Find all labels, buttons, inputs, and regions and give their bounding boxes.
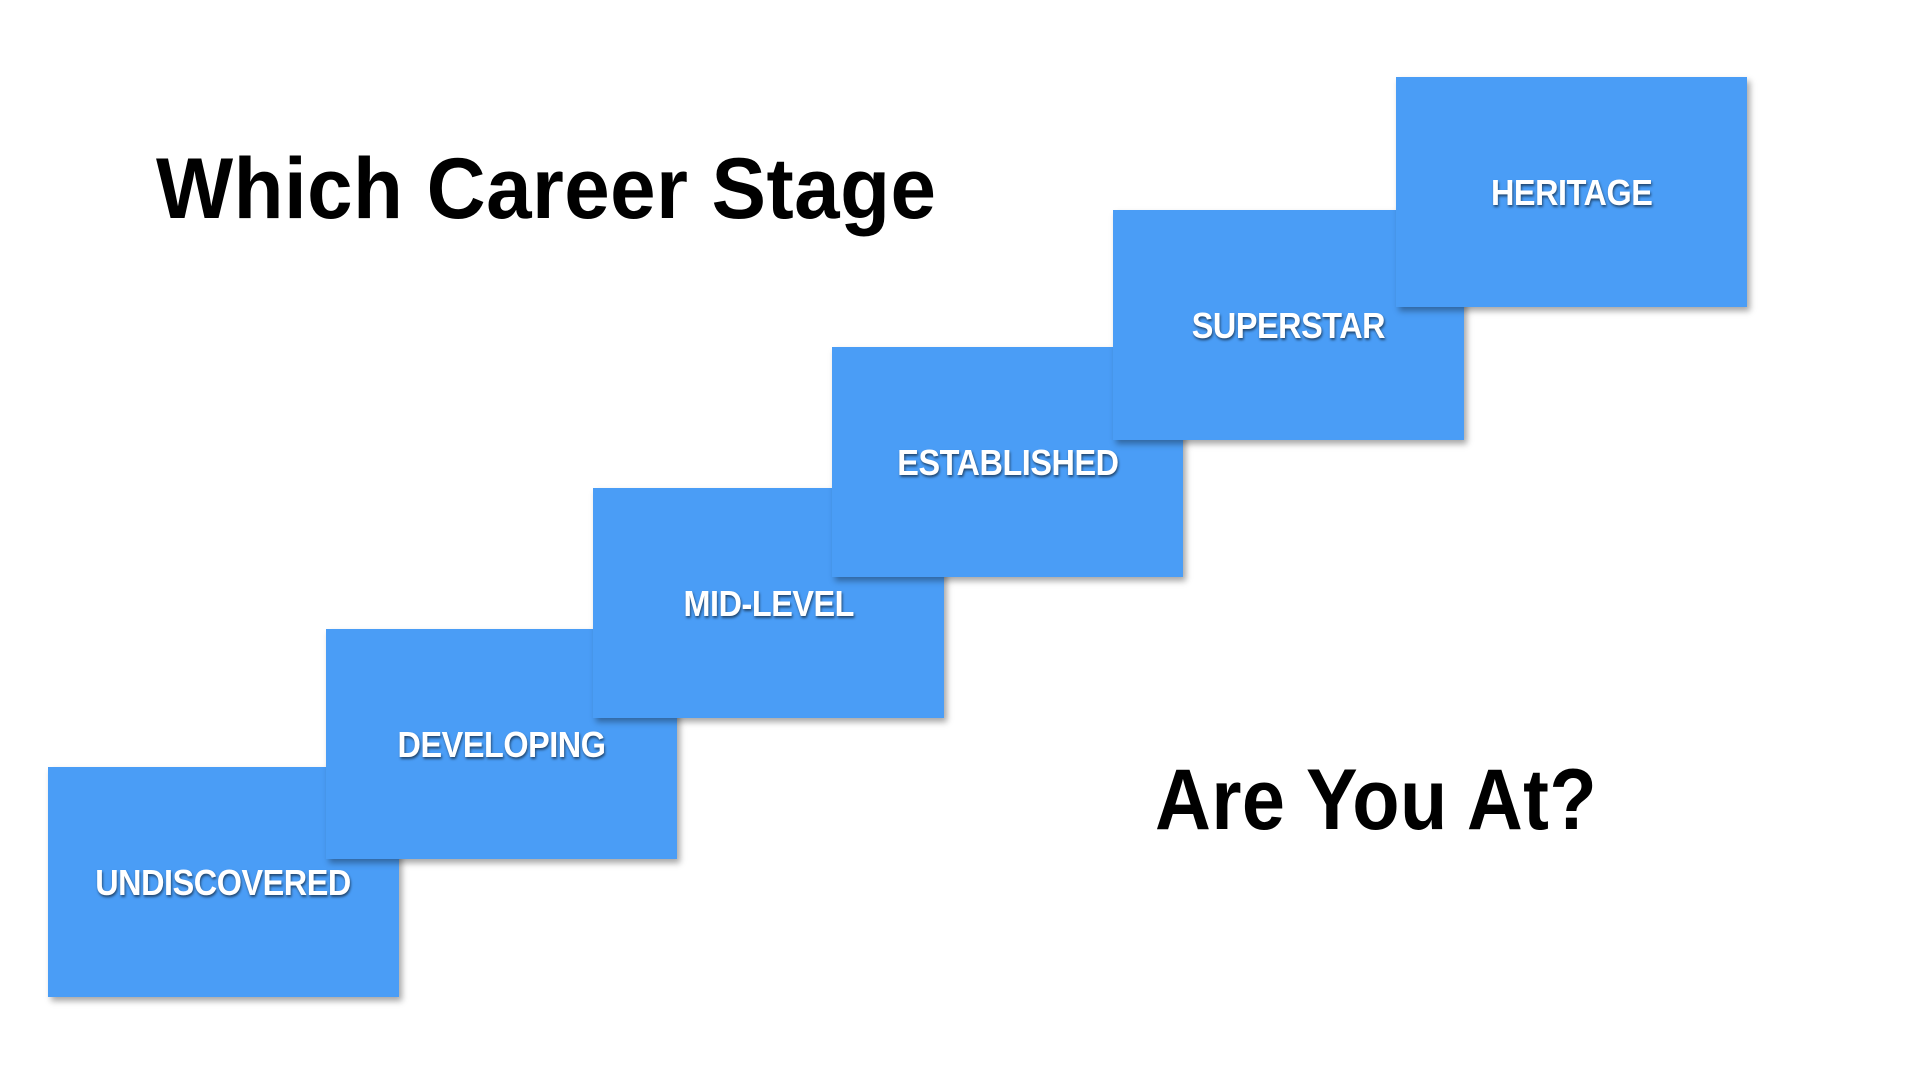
stage-step-mid-level[interactable]: MID-LEVEL: [593, 488, 944, 718]
stage-label-text: DEVELOPING: [397, 724, 606, 765]
title-line-1: Which Career Stage: [156, 141, 937, 237]
stage-label-text: UNDISCOVERED: [95, 862, 352, 903]
stage-label: HERITAGE: [1396, 173, 1747, 213]
stage-label-text: SUPERSTAR: [1191, 305, 1386, 346]
stage-label-text: ESTABLISHED: [896, 442, 1119, 483]
stage-label-text: MID-LEVEL: [683, 583, 854, 624]
stage-label: SUPERSTAR: [1113, 306, 1464, 346]
title-line-2: Are You At?: [1155, 752, 1598, 848]
stage-label: DEVELOPING: [326, 725, 677, 765]
stage-label-text: HERITAGE: [1490, 172, 1653, 213]
stage-label: ESTABLISHED: [832, 443, 1183, 483]
stage-label: UNDISCOVERED: [48, 863, 399, 903]
stage-step-heritage[interactable]: HERITAGE: [1396, 77, 1747, 307]
stage-label: MID-LEVEL: [593, 584, 944, 624]
